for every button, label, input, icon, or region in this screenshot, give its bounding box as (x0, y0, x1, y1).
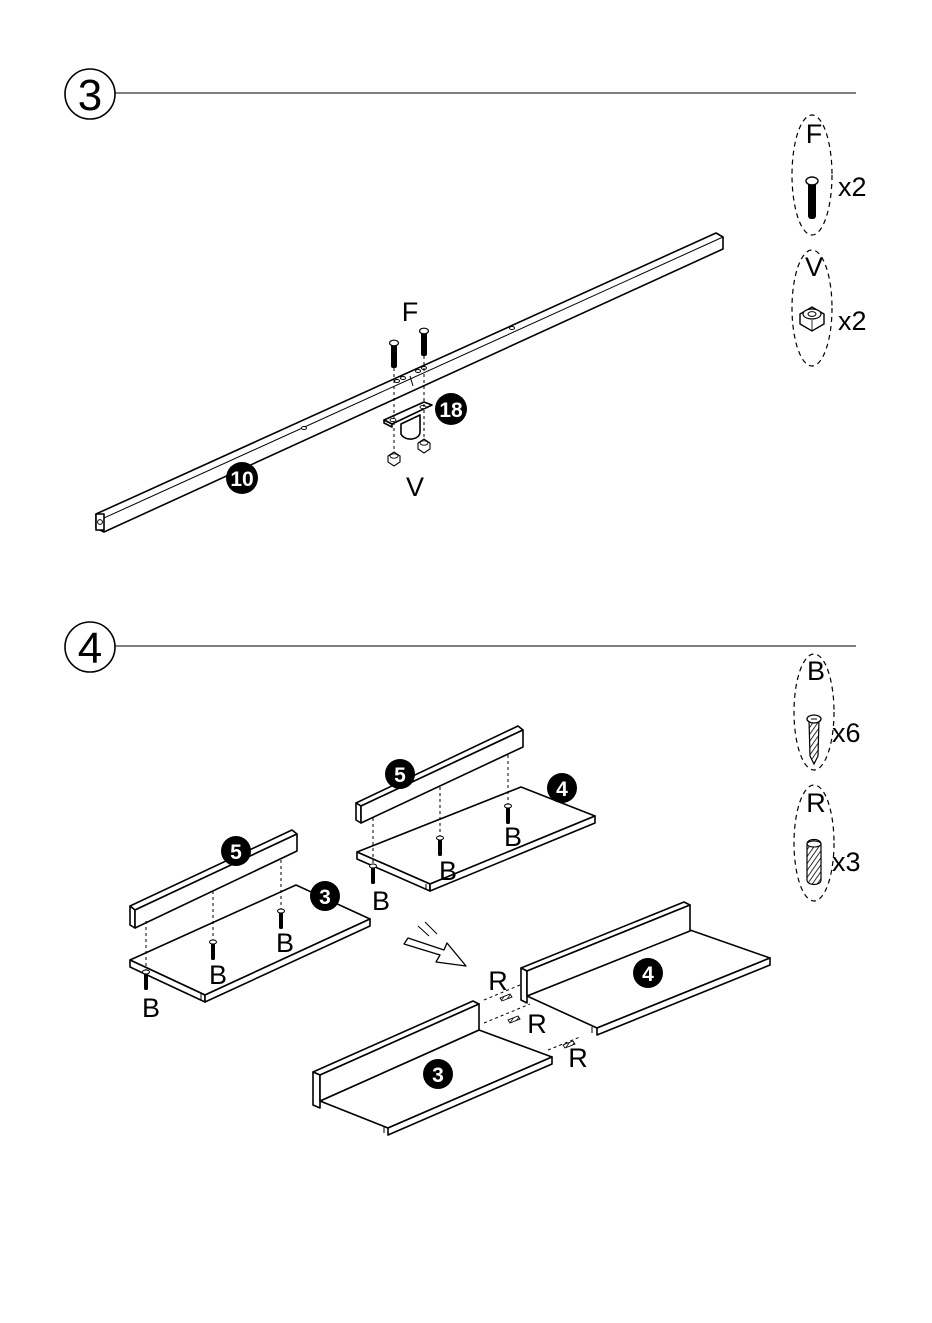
hardware-r-letter: R (806, 788, 826, 818)
bracket-part-18 (384, 402, 432, 439)
hardware-item-f: F x2 (792, 115, 867, 235)
screw-b-label-l2: B (209, 960, 227, 990)
step-4-number: 4 (78, 624, 102, 673)
hardware-f-letter: F (806, 119, 823, 149)
step-3-section: 3 F x2 V (65, 69, 867, 532)
hardware-b-qty: x6 (832, 718, 861, 748)
screw-b-label-r1: B (372, 886, 390, 916)
dowel-r-label-3: R (568, 1043, 588, 1073)
nut-v-label: V (406, 472, 424, 502)
step-3-header: 3 (65, 69, 856, 120)
dowel-r-2 (508, 1016, 520, 1023)
svg-text:5: 5 (230, 841, 242, 864)
screw-b-label-l1: B (142, 993, 160, 1023)
svg-text:3: 3 (432, 1064, 444, 1087)
part-badge-3-lower: 3 (423, 1059, 453, 1089)
step-3-hardware-list: F x2 V x2 (792, 115, 867, 366)
step-4-header: 4 (65, 622, 856, 673)
part-badge-4-upper: 4 (547, 773, 577, 803)
screw-icon (807, 715, 821, 764)
hardware-item-r: R x3 (794, 785, 861, 901)
direction-arrow-icon (404, 922, 466, 966)
dowel-icon (807, 840, 821, 885)
part-badge-10: 10 (226, 462, 258, 494)
screw-b-label-r3: B (504, 822, 522, 852)
exploded-assembly-right: B B B 5 4 (356, 726, 595, 916)
hardware-item-v: V x2 (792, 250, 867, 366)
step-3-number: 3 (78, 71, 102, 120)
step-4-section: 4 B x6 R x3 (65, 622, 861, 1135)
hardware-item-b: B x6 (794, 654, 861, 770)
screw-b-r1 (370, 864, 377, 884)
dowel-r-label-1: R (488, 966, 508, 996)
assembled-shelf-4: 4 (521, 902, 770, 1035)
part-badge-5-right: 5 (385, 759, 415, 789)
exploded-assembly-left: B B B 5 3 (130, 830, 370, 1023)
hardware-v-letter: V (805, 252, 823, 282)
step-4-hardware-list: B x6 R x3 (794, 654, 861, 901)
svg-text:4: 4 (556, 778, 568, 801)
svg-text:4: 4 (642, 963, 654, 986)
screw-b-label-r2: B (439, 856, 457, 886)
part-badge-5-left: 5 (221, 836, 251, 866)
svg-text:5: 5 (394, 764, 406, 787)
bolt-f-left (390, 340, 399, 368)
nut-icon (800, 307, 824, 331)
part-badge-3-upper: 3 (310, 881, 340, 911)
hardware-f-qty: x2 (838, 172, 867, 202)
svg-text:18: 18 (439, 399, 463, 422)
part-badge-4-lower: 4 (633, 958, 663, 988)
hardware-v-qty: x2 (838, 306, 867, 336)
nut-v-right (418, 439, 430, 453)
part-badge-18: 18 (435, 393, 467, 425)
screw-b-label-l3: B (276, 928, 294, 958)
svg-text:10: 10 (230, 468, 253, 491)
dowel-r-label-2: R (527, 1009, 547, 1039)
hardware-r-qty: x3 (832, 847, 861, 877)
bolt-icon (806, 177, 818, 219)
bolt-f-label: F (402, 297, 419, 327)
nut-v-left (388, 452, 400, 466)
hardware-b-letter: B (807, 656, 825, 686)
assembled-shelf-3: 3 (313, 1001, 552, 1135)
svg-text:3: 3 (319, 886, 331, 909)
screw-b-l1 (143, 970, 150, 990)
bolt-f-right (420, 328, 429, 356)
